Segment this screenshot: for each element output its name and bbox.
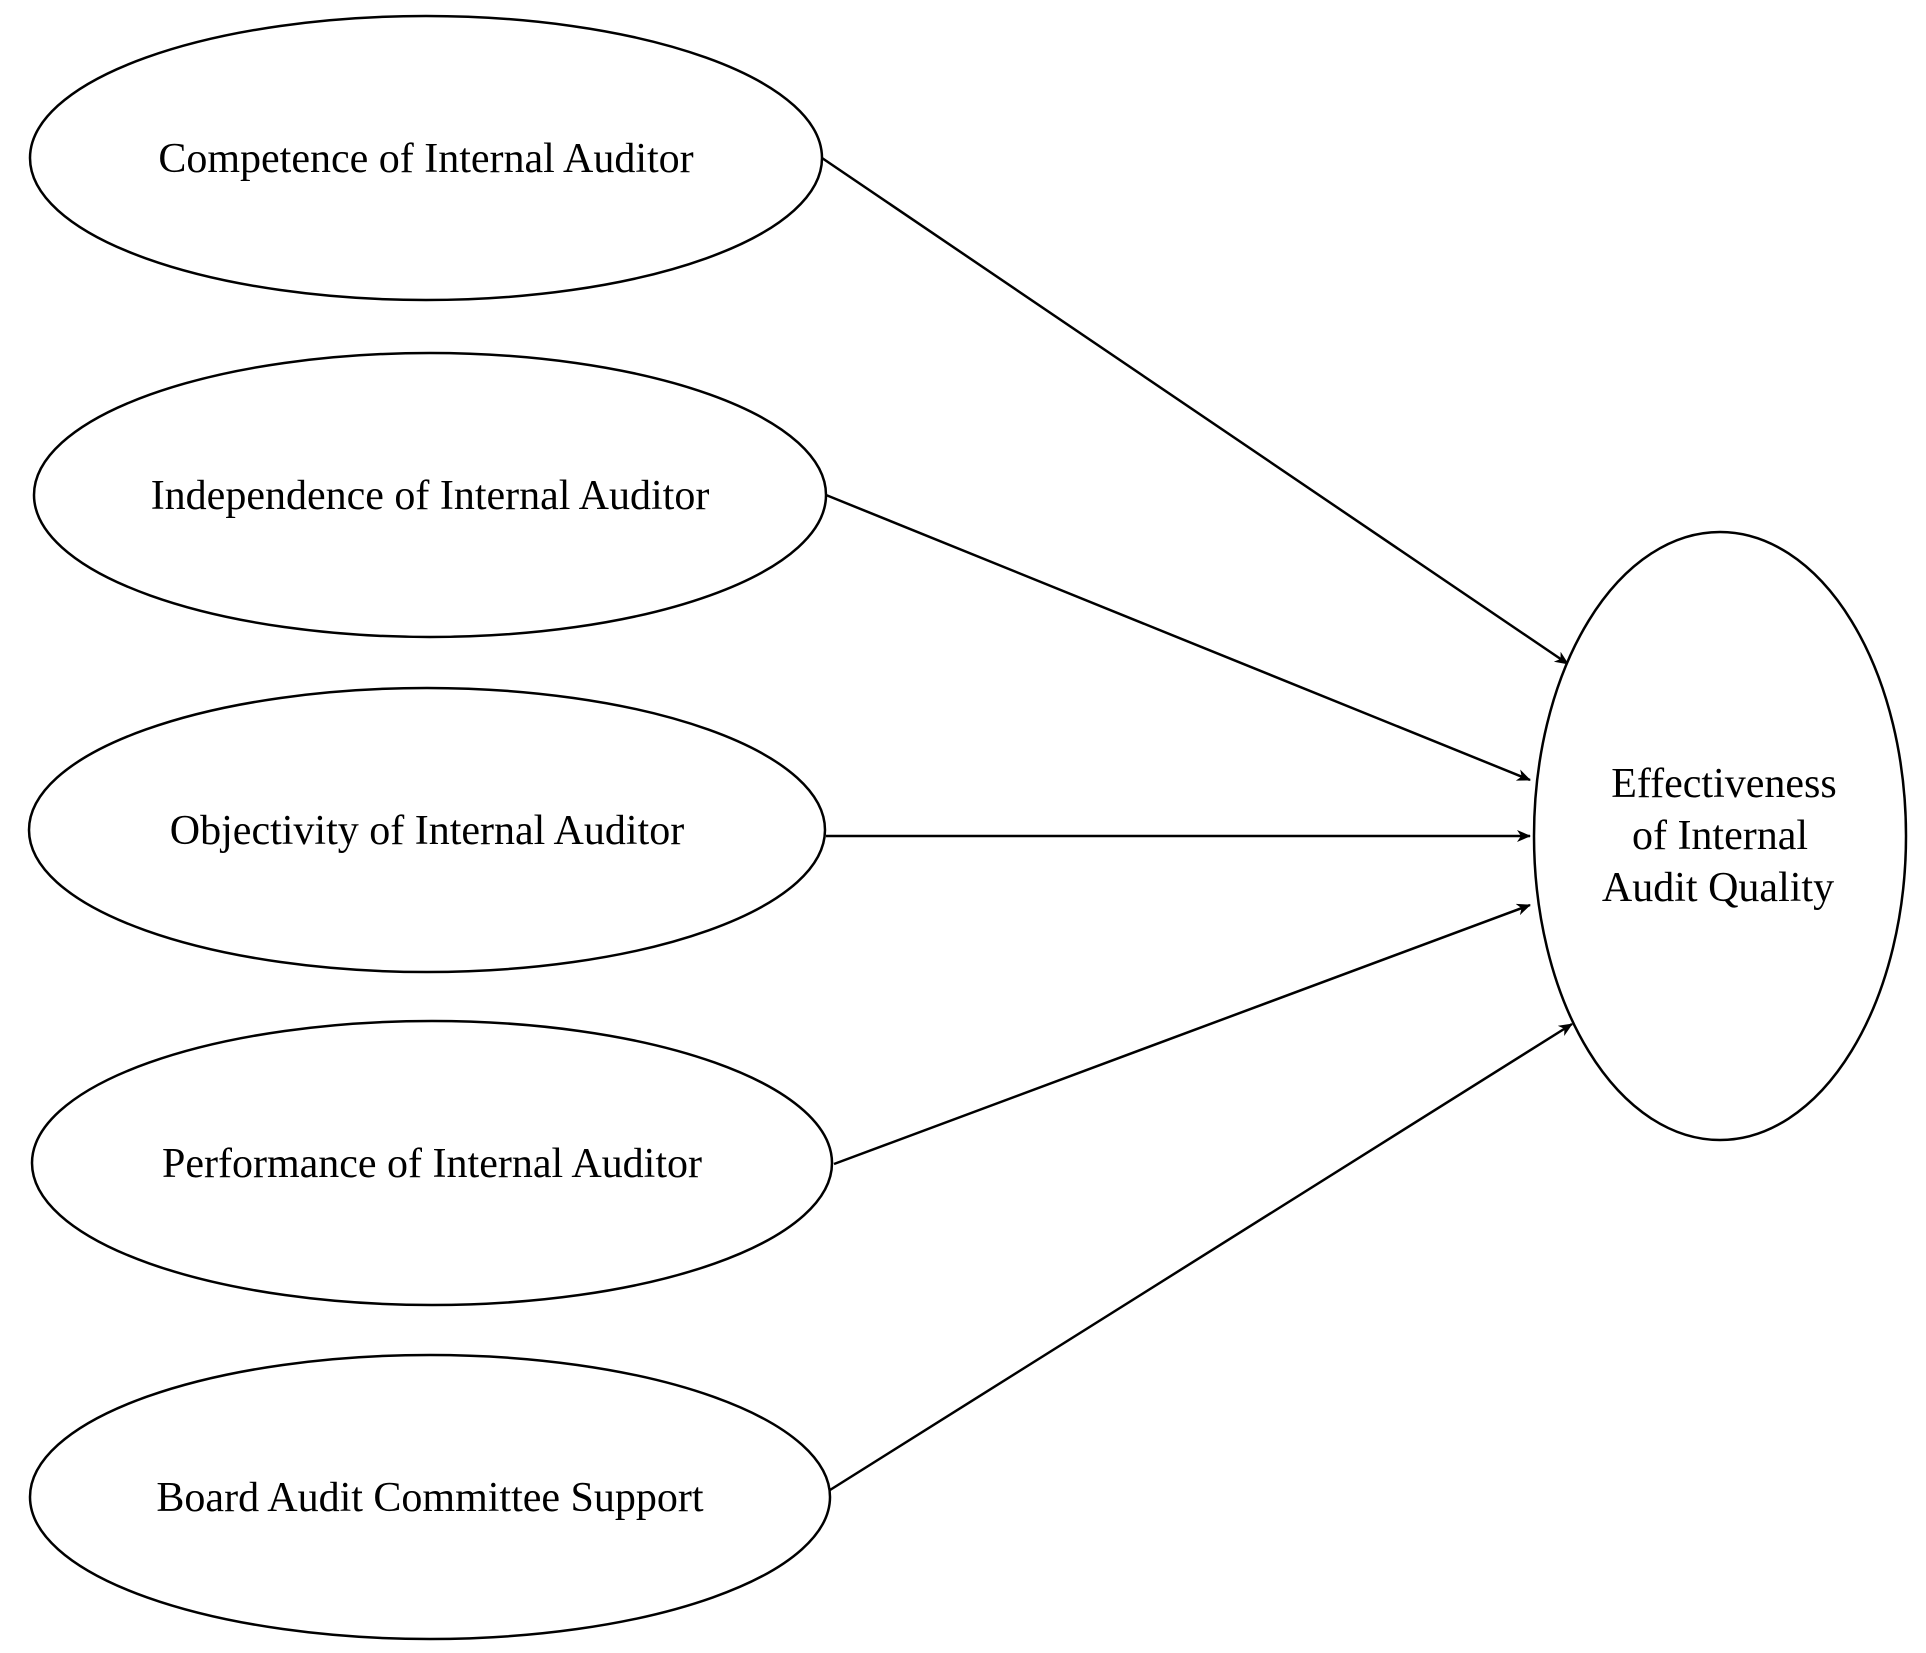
node-board: Board Audit Committee Support (28, 1353, 832, 1641)
edge-independence-to-effectiveness (825, 493, 1531, 782)
node-label-objectivity: Objectivity of Internal Auditor (170, 808, 684, 854)
node-label-board: Board Audit Committee Support (156, 1475, 703, 1521)
node-label-effectiveness-line-3: Audit Quality (1602, 865, 1834, 911)
edge-competence-to-effectiveness (821, 156, 1569, 666)
node-ellipse (28, 14, 824, 302)
edges (821, 156, 1573, 1492)
node-competence: Competence of Internal Auditor (28, 14, 824, 302)
node-label-effectiveness-line-1: Effectiveness (1611, 761, 1836, 807)
node-effectiveness: Effectiveness of Internal Audit Quality (1532, 530, 1908, 1142)
node-ellipse (32, 351, 828, 639)
node-performance: Performance of Internal Auditor (30, 1019, 834, 1307)
node-label-competence: Competence of Internal Auditor (158, 136, 693, 182)
edge-performance-to-effectiveness (833, 903, 1531, 1166)
node-ellipse (1532, 530, 1908, 1142)
edge-board-to-effectiveness (829, 1022, 1573, 1492)
node-label-independence: Independence of Internal Auditor (151, 473, 710, 519)
node-label-effectiveness-line-2: of Internal (1632, 813, 1808, 859)
node-ellipse (27, 686, 827, 974)
node-ellipse (30, 1019, 834, 1307)
node-objectivity: Objectivity of Internal Auditor (27, 686, 827, 974)
node-label-performance: Performance of Internal Auditor (162, 1141, 702, 1187)
node-independence: Independence of Internal Auditor (32, 351, 828, 639)
node-ellipse (28, 1353, 832, 1641)
